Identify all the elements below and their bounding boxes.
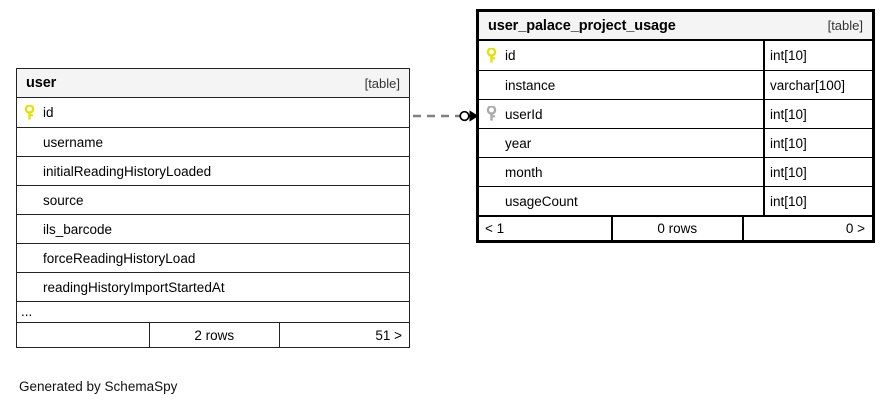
table-entity-user-palace-project-usage[interactable]: user_palace_project_usage [table] id int… xyxy=(476,9,875,243)
column-label: id xyxy=(505,48,516,63)
table-footer-user-palace-project-usage: < 1 0 rows 0 > xyxy=(479,215,872,240)
footer-next-page[interactable]: 0 > xyxy=(741,217,872,240)
table-header-user: user [table] xyxy=(17,69,409,98)
column-label: initialReadingHistoryLoaded xyxy=(43,163,212,179)
footer-next-page[interactable]: 51 > xyxy=(278,323,409,347)
table-row[interactable]: instance varchar[100] xyxy=(479,70,872,99)
column-type: int[10] xyxy=(763,129,872,157)
column-name-cell: userId xyxy=(479,100,763,128)
column-name-cell: forceReadingHistoryLoad xyxy=(17,244,409,272)
column-label: month xyxy=(505,164,543,180)
column-name-cell: initialReadingHistoryLoaded xyxy=(17,157,409,185)
column-type: varchar[100] xyxy=(763,71,872,99)
table-header-user-palace-project-usage: user_palace_project_usage [table] xyxy=(479,12,872,41)
footer-prev-page[interactable]: < 1 xyxy=(485,221,505,236)
footer-row-count: 2 rows xyxy=(148,323,279,347)
table-footer-user: 2 rows 51 > xyxy=(17,322,409,347)
table-row[interactable]: username xyxy=(17,127,409,156)
column-type: int[10] xyxy=(763,158,872,186)
relationship-connector-user-to-user-palace-project-usage xyxy=(410,104,480,128)
column-name-cell: instance xyxy=(479,71,763,99)
column-name-cell: username xyxy=(17,128,409,156)
column-name-cell: ils_barcode xyxy=(17,215,409,243)
generated-by-credit: Generated by SchemaSpy xyxy=(19,379,178,394)
column-label: source xyxy=(43,192,84,208)
no-key-icon xyxy=(486,193,505,209)
more-columns-cell: ... xyxy=(17,302,409,322)
table-row[interactable]: initialReadingHistoryLoaded xyxy=(17,156,409,185)
column-type: int[10] xyxy=(763,187,872,215)
table-entity-user[interactable]: user [table] id username xyxy=(16,68,410,348)
footer-row-count: 0 rows xyxy=(611,217,741,240)
table-row[interactable]: year int[10] xyxy=(479,128,872,157)
table-row[interactable]: id int[10] xyxy=(479,41,872,70)
column-type: int[10] xyxy=(763,100,872,128)
no-key-icon xyxy=(486,164,505,180)
column-label: username xyxy=(43,134,104,150)
primary-key-icon xyxy=(486,47,505,64)
table-name: user_palace_project_usage xyxy=(488,17,676,34)
no-key-icon xyxy=(486,135,505,151)
ellipsis-indicator: ... xyxy=(21,304,33,319)
table-row[interactable]: ils_barcode xyxy=(17,214,409,243)
table-type-tag: [table] xyxy=(364,75,400,91)
column-name-cell: source xyxy=(17,186,409,214)
no-key-icon xyxy=(24,192,43,208)
column-label: year xyxy=(505,135,532,151)
column-name-cell: id xyxy=(17,98,409,127)
no-key-icon xyxy=(24,250,43,266)
table-row[interactable]: userId int[10] xyxy=(479,99,872,128)
table-name: user xyxy=(26,75,57,91)
table-row[interactable]: source xyxy=(17,185,409,214)
column-name-cell: month xyxy=(479,158,763,186)
no-key-icon xyxy=(486,77,505,93)
column-name-cell: year xyxy=(479,129,763,157)
no-key-icon xyxy=(24,221,43,237)
column-label: ils_barcode xyxy=(43,221,113,237)
column-type: int[10] xyxy=(763,41,872,70)
no-key-icon xyxy=(24,163,43,179)
table-row[interactable]: month int[10] xyxy=(479,157,872,186)
primary-key-icon xyxy=(24,104,43,121)
column-label: forceReadingHistoryLoad xyxy=(43,250,196,266)
footer-prev-page[interactable] xyxy=(17,323,149,347)
column-name-cell: usageCount xyxy=(479,187,763,215)
table-row[interactable]: usageCount int[10] xyxy=(479,186,872,215)
foreign-key-icon xyxy=(486,106,505,122)
more-columns-row[interactable]: ... xyxy=(17,301,409,322)
column-label: userId xyxy=(505,106,543,122)
column-label: readingHistoryImportStartedAt xyxy=(43,279,225,295)
column-name-cell: id xyxy=(479,41,763,70)
table-row[interactable]: id xyxy=(17,98,409,127)
column-name-cell: readingHistoryImportStartedAt xyxy=(17,273,409,301)
table-type-tag: [table] xyxy=(827,18,863,33)
column-label: id xyxy=(43,105,54,120)
column-label: instance xyxy=(505,77,556,93)
no-key-icon xyxy=(24,134,43,150)
table-row[interactable]: readingHistoryImportStartedAt xyxy=(17,272,409,301)
column-label: usageCount xyxy=(505,193,578,209)
table-row[interactable]: forceReadingHistoryLoad xyxy=(17,243,409,272)
no-key-icon xyxy=(24,279,43,295)
